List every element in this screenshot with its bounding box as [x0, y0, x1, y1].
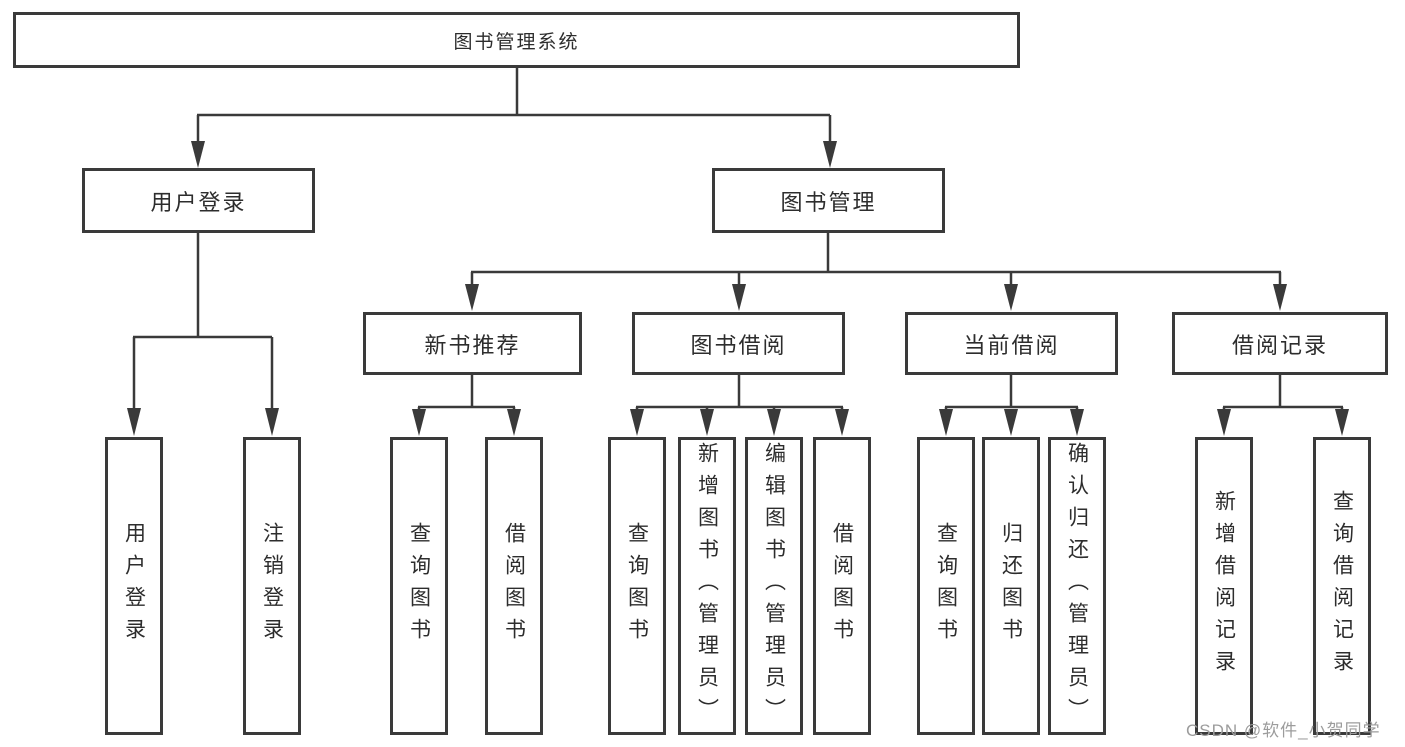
edge-book-management-to-children [465, 233, 1287, 311]
leaf-return-books: 归还图书 [982, 437, 1040, 735]
leaf-user-login: 用户登录 [105, 437, 163, 735]
edge-current-borrowing-to-children [939, 375, 1084, 436]
node-library-system: 图书管理系统 [13, 12, 1020, 68]
leaf-edit-book-admin: 编辑图书（管理员） [745, 437, 803, 735]
edge-root-to-level2 [191, 68, 837, 168]
leaf-borrow-books-recommend: 借阅图书 [485, 437, 543, 735]
leaf-query-books-recommend: 查询图书 [390, 437, 448, 735]
edge-borrowing-records-to-children [1217, 375, 1349, 436]
leaf-query-borrow-record: 查询借阅记录 [1313, 437, 1371, 735]
leaf-add-borrow-record: 新增借阅记录 [1195, 437, 1253, 735]
node-new-book-recommendation: 新书推荐 [363, 312, 582, 375]
edge-book-borrowing-to-children [630, 375, 849, 436]
leaf-add-book-admin: 新增图书（管理员） [678, 437, 736, 735]
node-book-borrowing: 图书借阅 [632, 312, 845, 375]
edge-user-login-to-children [127, 233, 279, 436]
leaf-query-books-current: 查询图书 [917, 437, 975, 735]
node-current-borrowing: 当前借阅 [905, 312, 1118, 375]
node-book-management: 图书管理 [712, 168, 945, 233]
leaf-borrow-books-borrowing: 借阅图书 [813, 437, 871, 735]
leaf-query-books-borrowing: 查询图书 [608, 437, 666, 735]
node-user-login: 用户登录 [82, 168, 315, 233]
leaf-confirm-return-admin: 确认归还（管理员） [1048, 437, 1106, 735]
edge-new-book-to-children [412, 375, 521, 436]
leaf-logout: 注销登录 [243, 437, 301, 735]
watermark: CSDN @软件_小贺同学 [1186, 721, 1381, 740]
node-borrowing-records: 借阅记录 [1172, 312, 1388, 375]
